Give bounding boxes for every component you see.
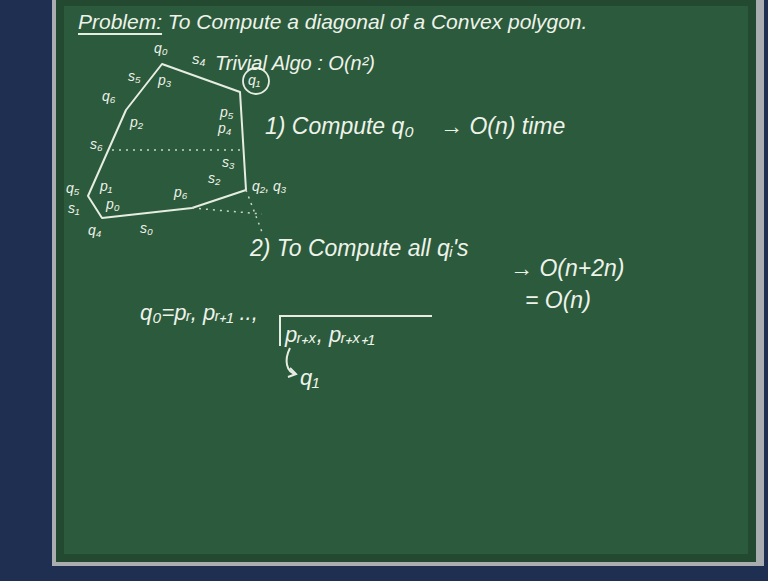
underline-group [78,34,162,35]
vertex-label: q₂, q₃ [252,178,286,194]
complexity: = O(n) [525,287,591,313]
sequence-note: q₀=pᵣ, pᵣ₊₁ .., [140,300,258,325]
vertex-label: p₃ [158,72,171,88]
dotted-line [246,190,262,232]
edge-label: s₄ [192,50,206,67]
vertex-label: s₆ [90,136,103,152]
sequence-note: pᵣ₊ₓ, pᵣ₊ₓ₊₁ [285,322,375,347]
vertex-label: s₅ [128,68,141,84]
board-title: Problem: To Compute a diagonal of a Conv… [78,10,587,34]
vertex-label: p₆ [174,184,187,200]
dotted-line [112,149,242,151]
dotted-line [192,208,262,214]
vertex-label: q₀ [154,40,168,56]
vertex-label: q₅ [66,180,79,196]
board-edge-shade [60,2,752,558]
step-text: 1) Compute q₀ [265,113,414,139]
board-surface [60,2,752,558]
complexity: → O(n) time [440,113,565,139]
arrow-head [288,368,296,377]
convex-polygon [88,64,246,218]
vertex-label: s₁ [68,200,79,216]
board-frame [52,0,764,566]
vertex-label: q₆ [102,88,115,104]
algorithm-note: Trivial Algo : O(n²) [215,52,375,75]
dotted-guides [112,150,262,232]
vertex-label: p₅ [220,104,233,120]
vertex-label: p₀ [106,196,120,212]
vertex-label: q₁ [300,365,319,390]
vertex-label: q₄ [88,222,101,238]
vertex-label: s₃ [222,154,235,170]
vertex-label: p₄ [218,120,231,136]
complexity: → O(n+2n) [510,255,624,281]
polygon-outline [88,64,246,218]
vertex-label: s₂ [208,170,220,186]
vertex-label: s₀ [140,220,153,236]
title-underline [78,33,162,35]
step-text: 2) To Compute all qᵢ's [250,235,469,261]
vertex-label: q₁ [248,72,260,88]
vertex-label: p₂ [130,114,143,130]
vertex-label: p₁ [100,178,112,194]
